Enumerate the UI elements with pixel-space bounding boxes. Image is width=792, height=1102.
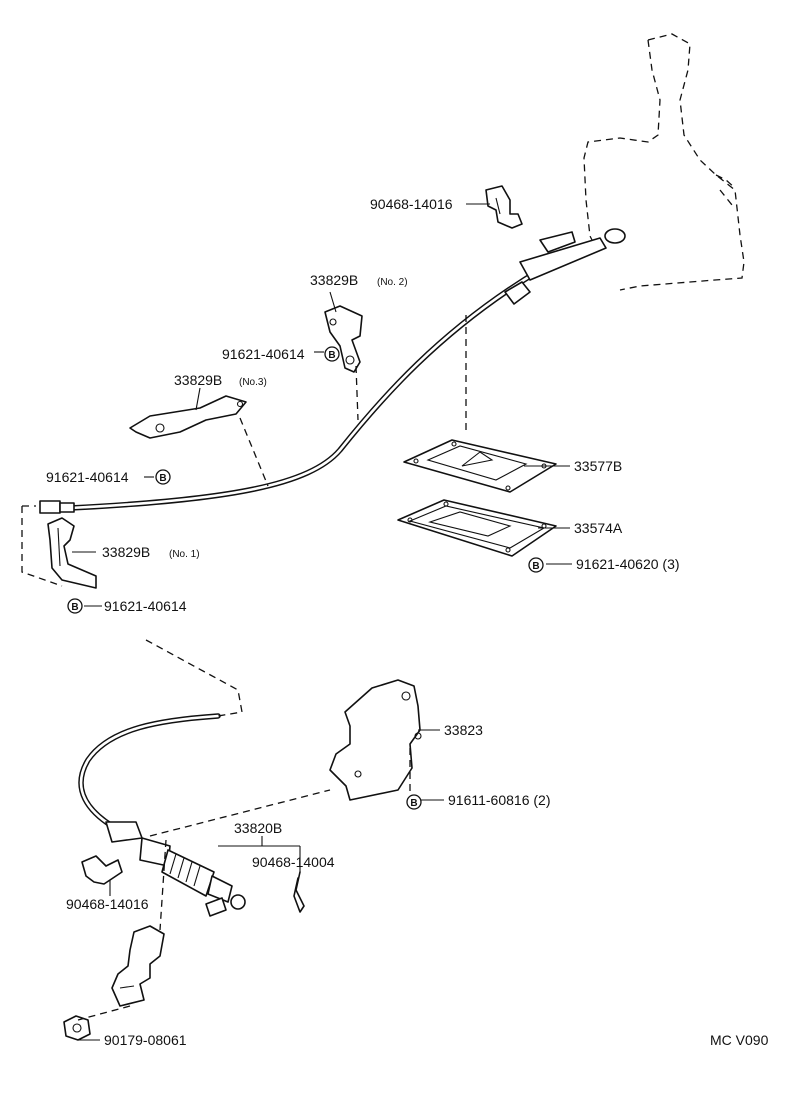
lower-bracket-part	[329, 679, 422, 801]
label-pin: 90468-14004	[252, 854, 335, 870]
label-clip-upper: 90468-14016	[370, 196, 453, 212]
nut-part	[63, 1015, 91, 1041]
bolt-badge-plate: B	[528, 557, 544, 573]
bolt-badge-no3: B	[155, 469, 171, 485]
bolt-badge-no2: B	[324, 346, 340, 362]
shift-cable-lower	[78, 713, 246, 917]
label-bracket-no1: 33829B	[102, 544, 151, 560]
bracket-no2-part	[324, 305, 363, 373]
label-upper-plate: 33577B	[574, 458, 623, 474]
badge-letter: B	[159, 473, 166, 484]
label-nut: 90179-08061	[104, 1032, 187, 1048]
label-bolt-no3: 91621-40614	[46, 469, 129, 485]
label-bolt-no2: 91621-40614	[222, 346, 305, 362]
badge-letter: B	[532, 561, 539, 572]
bracket-no3-part	[129, 395, 247, 439]
label-bolt-lower: 91611-60816 (2)	[448, 792, 551, 808]
shift-cable-upper	[39, 228, 626, 514]
label-clip-lower: 90468-14016	[66, 896, 149, 912]
reference-lines	[21, 315, 467, 1021]
label-bracket-no3: 33829B	[174, 372, 223, 388]
pin-part	[293, 871, 305, 913]
label-bracket-no3-note: (No.3)	[239, 377, 267, 388]
label-bracket-no2: 33829B	[310, 272, 359, 288]
label-cable-end: 33820B	[234, 820, 283, 836]
badge-letter: B	[71, 602, 78, 613]
label-gasket: 33574A	[574, 520, 623, 536]
badge-letter: B	[328, 350, 335, 361]
gasket-part	[397, 499, 557, 557]
upper-clip-part	[485, 185, 523, 229]
bolt-badge-lower: B	[406, 794, 422, 810]
lower-clip-part	[81, 855, 123, 885]
label-bolt-plate: 91621-40620 (3)	[576, 556, 680, 572]
shift-lever-housing	[583, 33, 745, 291]
badge-letter: B	[410, 798, 417, 809]
bracket-no1-part	[47, 517, 97, 589]
label-lower-bracket: 33823	[444, 722, 483, 738]
label-bracket-no1-note: (No. 1)	[169, 549, 200, 560]
diagram-code: MC V090	[710, 1032, 769, 1048]
bolt-badge-no1: B	[67, 598, 83, 614]
leader-lines	[72, 203, 572, 1041]
upper-plate-part	[403, 439, 557, 493]
label-bolt-no1: 91621-40614	[104, 598, 187, 614]
label-bracket-no2-note: (No. 2)	[377, 277, 408, 288]
mount-bracket-part	[111, 925, 165, 1007]
